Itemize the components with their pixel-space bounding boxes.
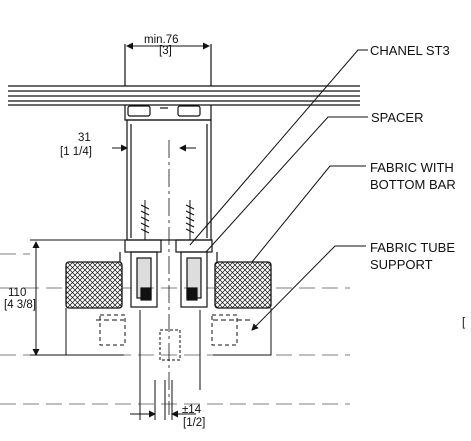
label-fabric-with: FABRIC WITH xyxy=(370,160,454,175)
screws xyxy=(140,200,195,240)
dim-height-mm: 110 xyxy=(8,287,26,299)
dim-left-mm: 31 xyxy=(78,132,91,144)
dim-left-in: [1 1/4] xyxy=(60,146,92,158)
bracket-assembly xyxy=(119,239,218,308)
fabric-rolls xyxy=(65,261,272,309)
dim-top-in: [3] xyxy=(159,45,172,57)
dim-height-in: [4 3/8] xyxy=(4,299,36,311)
dim-bottom-in: [1/2] xyxy=(183,417,205,429)
label-chanel-st3: CHANEL ST3 xyxy=(370,43,450,58)
label-support: SUPPORT xyxy=(370,257,433,272)
lower-housing xyxy=(65,308,272,420)
dim-height-lines xyxy=(30,239,130,356)
dim-right-partial: [ xyxy=(462,317,466,329)
dim-bottom-mm: ±14 xyxy=(182,404,202,416)
leader-lines xyxy=(189,49,368,331)
dim-top-mm: min.76 xyxy=(144,34,179,46)
label-fabric-tube: FABRIC TUBE xyxy=(370,240,455,255)
dim-bottom-lines xyxy=(130,380,196,420)
hidden-lines xyxy=(0,253,350,405)
label-spacer: SPACER xyxy=(371,110,424,125)
ceiling-lines xyxy=(8,85,360,106)
channel-body xyxy=(126,119,212,415)
label-bottom-bar: BOTTOM BAR xyxy=(370,177,456,192)
